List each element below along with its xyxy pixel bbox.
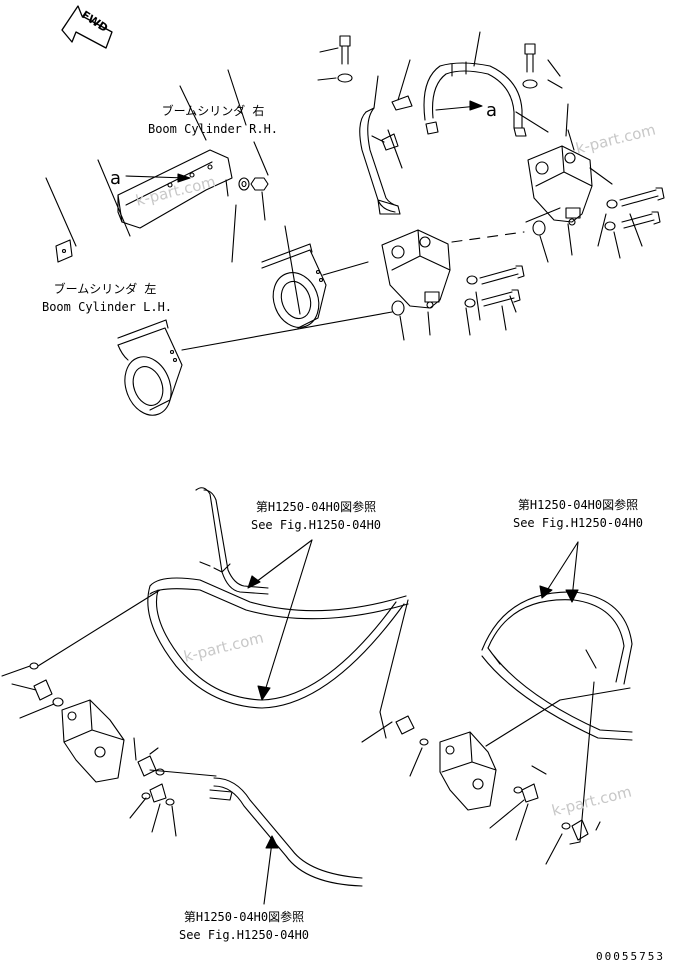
boom-lh-label-jp: ブームシリンダ 左 — [53, 282, 157, 296]
arrow-a-left — [125, 175, 187, 179]
o-ring-icon — [513, 786, 523, 794]
connector-icon — [149, 783, 167, 803]
ref-arrow — [571, 541, 579, 599]
ref-arrow — [263, 539, 313, 695]
tube-left — [359, 107, 401, 215]
boom-cylinder-rh — [261, 243, 327, 329]
bolt-icon — [339, 35, 351, 65]
ref-arrow — [263, 841, 273, 905]
boom-rh-label-en: Boom Cylinder R.H. — [147, 122, 279, 136]
safety-valve-right — [527, 145, 593, 226]
o-ring-icon — [52, 697, 64, 707]
bolt-icon — [481, 289, 521, 307]
boom-rh-label-jp: ブームシリンダ 右 — [161, 104, 265, 118]
washer-icon — [522, 79, 538, 89]
fig-reference-en: See Fig.H1250-04H0 — [250, 518, 382, 532]
boom-bracket-left — [117, 149, 233, 229]
washer-icon — [606, 199, 618, 209]
boom-lh-label-en: Boom Cylinder L.H. — [41, 300, 173, 314]
connector-icon — [521, 783, 539, 803]
washer-icon — [337, 73, 353, 83]
connector-icon — [137, 755, 157, 777]
o-ring-icon — [532, 220, 546, 236]
o-ring-icon — [561, 822, 571, 830]
fig-reference-jp: 第H1250-04H0図参照 — [255, 500, 377, 514]
washer-icon — [604, 221, 616, 231]
tag-icon — [55, 239, 73, 263]
hose-right — [481, 591, 633, 741]
fig-reference-en: See Fig.H1250-04H0 — [178, 928, 310, 942]
bolt-icon — [524, 43, 536, 73]
document-number: 00055753 — [596, 950, 665, 963]
fig-reference-en: See Fig.H1250-04H0 — [512, 516, 644, 530]
ref-arrow — [545, 541, 579, 593]
ref-letter-a: a — [110, 168, 122, 189]
hose-lower-left — [209, 777, 363, 887]
o-ring-icon — [155, 768, 165, 776]
boom-cylinder-lh — [117, 319, 183, 416]
safety-valve-center — [381, 229, 451, 309]
tube-right — [423, 61, 527, 137]
valve-block-bottom-right — [439, 731, 497, 811]
washer-icon — [238, 177, 250, 191]
bolt-icon — [621, 211, 661, 229]
connector-icon — [571, 819, 589, 841]
o-ring-icon — [29, 662, 39, 670]
nut-icon — [250, 177, 269, 191]
washer-icon — [464, 298, 476, 308]
o-ring-icon — [165, 798, 175, 806]
o-ring-icon — [391, 300, 405, 316]
connector-icon — [395, 715, 415, 735]
washer-icon — [466, 275, 478, 285]
connector-icon — [33, 679, 53, 701]
ref-arrow — [255, 539, 313, 583]
o-ring-icon — [419, 738, 429, 746]
elbow-fitting-icon — [391, 95, 413, 111]
o-ring-icon — [141, 792, 151, 800]
valve-block-bottom-left — [61, 699, 125, 783]
ref-letter-a: a — [486, 100, 498, 121]
bolt-icon — [479, 265, 525, 285]
fig-reference-jp: 第H1250-04H0図参照 — [183, 910, 305, 924]
fig-reference-jp: 第H1250-04H0図参照 — [517, 498, 639, 512]
fwd-arrow-icon — [61, 5, 113, 49]
bolt-icon — [619, 187, 665, 207]
